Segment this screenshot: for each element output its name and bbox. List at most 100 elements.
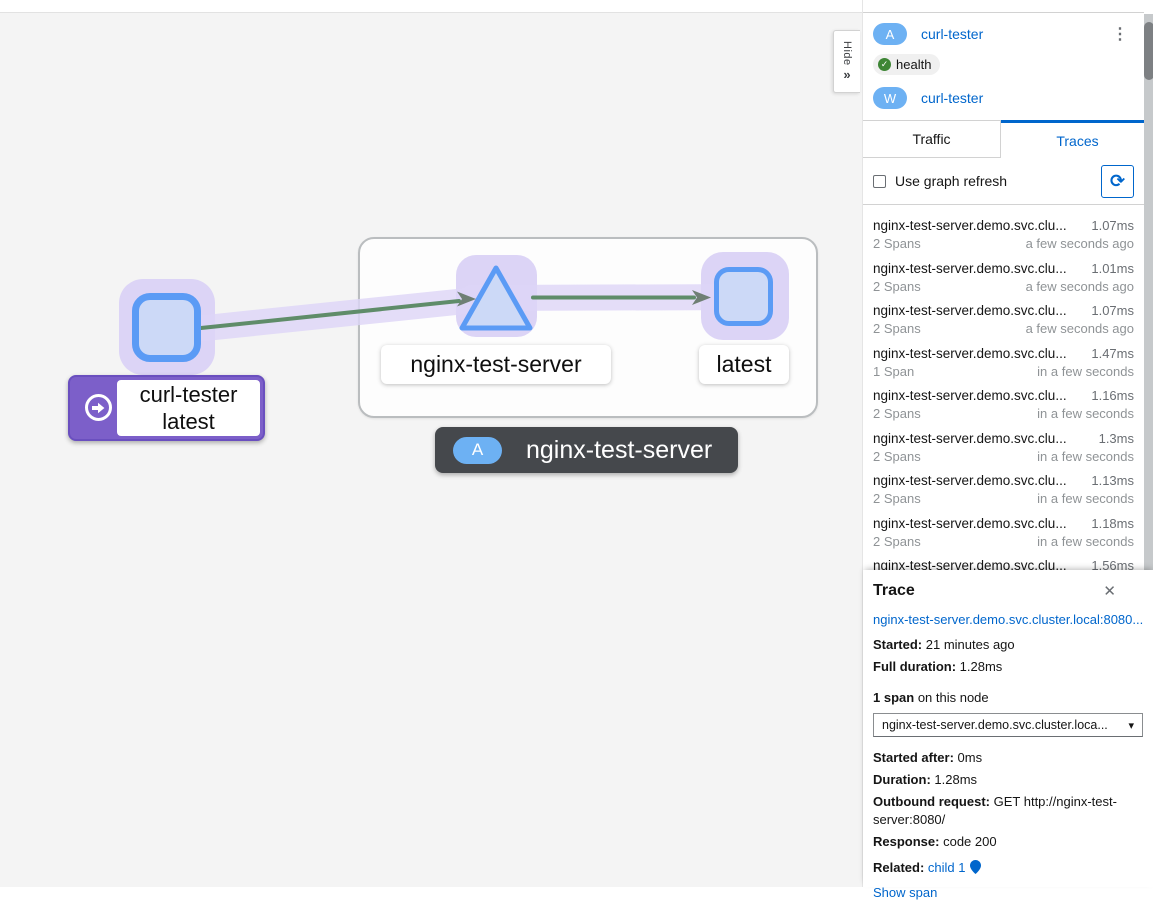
curl-label-line2: latest	[162, 409, 215, 434]
refresh-button[interactable]: ⟳	[1101, 164, 1134, 198]
trace-name: nginx-test-server.demo.svc.clu...	[873, 345, 1067, 361]
tab-traffic[interactable]: Traffic	[863, 120, 1001, 158]
health-check-icon: ✓	[878, 58, 891, 71]
health-badge[interactable]: ✓ health	[873, 54, 941, 75]
map-marker-icon	[969, 860, 981, 879]
trace-span-count: 2 Spans	[873, 533, 921, 549]
span-select-value: nginx-test-server.demo.svc.cluster.loca.…	[882, 718, 1108, 732]
trace-relative-time: in a few seconds	[1037, 448, 1134, 464]
trace-list-item[interactable]: nginx-test-server.demo.svc.clu... 1.18ms…	[873, 508, 1134, 551]
trace-list: nginx-test-server.demo.svc.clu... 1.07ms…	[863, 206, 1144, 570]
trace-duration: 1.01ms	[1091, 260, 1134, 276]
trace-relative-time: in a few seconds	[1037, 491, 1134, 506]
node-summary-card: A curl-tester ⋮ ✓ health W curl-tester	[863, 12, 1144, 122]
panel-scrollbar[interactable]	[1144, 14, 1153, 570]
workload-node-label: latest	[699, 345, 789, 384]
trace-span-count: 2 Spans	[873, 278, 921, 294]
hide-panel-button[interactable]: Hide »	[833, 30, 860, 93]
trace-list-item[interactable]: nginx-test-server.demo.svc.clu... 1.07ms…	[873, 210, 1134, 253]
trace-name: nginx-test-server.demo.svc.clu...	[873, 430, 1067, 446]
summary-side-panel: A curl-tester ⋮ ✓ health W curl-tester T…	[862, 0, 1153, 900]
close-icon[interactable]: ✕	[1103, 583, 1116, 600]
related-label: Related:	[873, 860, 925, 875]
trace-name: nginx-test-server.demo.svc.clu...	[873, 515, 1067, 531]
tab-traces[interactable]: Traces	[1001, 120, 1153, 158]
panel-tabs: Traffic Traces	[863, 120, 1153, 158]
duration-label: Duration:	[873, 772, 931, 787]
trace-relative-time: in a few seconds	[1037, 363, 1134, 379]
outbound-request-value: GET http://nginx-test-server:8080/	[873, 794, 1117, 827]
full-duration-label: Full duration:	[873, 659, 957, 674]
trace-span-count: 2 Spans	[873, 236, 921, 251]
span-count: 1 span	[873, 690, 915, 705]
outbound-request-label: Outbound request:	[873, 794, 990, 809]
refresh-icon: ⟳	[1109, 170, 1126, 192]
app-badge: A	[453, 436, 502, 464]
response-value: code 200	[943, 834, 997, 849]
trace-duration: 1.47ms	[1091, 345, 1134, 361]
trace-relative-time: a few seconds ago	[1025, 236, 1134, 251]
double-chevron-right-icon: »	[843, 67, 851, 83]
started-after-label: Started after:	[873, 750, 954, 765]
response-label: Response:	[873, 834, 940, 849]
trace-relative-time: in a few seconds	[1037, 406, 1134, 421]
service-node-label: nginx-test-server	[381, 345, 611, 384]
duration-value: 1.28ms	[934, 772, 978, 787]
trace-span-count: 1 Span	[873, 363, 915, 379]
traffic-source-icon	[85, 394, 112, 421]
trace-list-item[interactable]: nginx-test-server.demo.svc.clu... 1.01ms…	[873, 253, 1134, 296]
hide-label: Hide	[841, 40, 853, 66]
trace-relative-time: a few seconds ago	[1025, 321, 1134, 336]
span-select-dropdown[interactable]: nginx-test-server.demo.svc.cluster.loca.…	[873, 713, 1143, 737]
use-graph-refresh-label: Use graph refresh	[895, 173, 1008, 189]
workload-type-badge: W	[873, 87, 907, 109]
service-node-label-text: nginx-test-server	[410, 351, 582, 377]
trace-span-count: 2 Spans	[873, 491, 921, 506]
panel-scrollbar-thumb[interactable]	[1144, 22, 1153, 80]
trace-duration: 1.3ms	[1098, 430, 1134, 446]
trace-list-item[interactable]: nginx-test-server.demo.svc.clu... 1.47ms…	[873, 338, 1134, 381]
kebab-menu-icon[interactable]: ⋮	[1112, 26, 1128, 43]
nginx-service-node[interactable]	[450, 255, 545, 340]
curl-tester-workload-node[interactable]	[132, 293, 201, 362]
latest-workload-node[interactable]	[714, 267, 773, 326]
trace-list-item[interactable]: nginx-test-server.demo.svc.clu... 1.3ms …	[873, 423, 1134, 466]
trace-duration: 1.13ms	[1091, 473, 1134, 488]
trace-name: nginx-test-server.demo.svc.clu...	[873, 218, 1067, 233]
trace-list-item[interactable]: nginx-test-server.demo.svc.clu... 1.56ms	[873, 550, 1134, 570]
trace-name: nginx-test-server.demo.svc.clu...	[873, 558, 1067, 570]
trace-list-item[interactable]: nginx-test-server.demo.svc.clu... 1.13ms…	[873, 465, 1134, 508]
trace-relative-time: a few seconds ago	[1025, 278, 1134, 294]
trace-detail-panel: Trace ✕ nginx-test-server.demo.svc.clust…	[863, 570, 1153, 900]
app-name-link[interactable]: curl-tester	[921, 26, 984, 42]
caret-down-icon: ▾	[1128, 719, 1134, 732]
trace-name: nginx-test-server.demo.svc.clu...	[873, 260, 1067, 276]
top-strip	[0, 0, 862, 13]
trace-duration: 1.16ms	[1091, 388, 1134, 403]
use-graph-refresh-checkbox[interactable]	[873, 174, 886, 188]
app-group-label: A nginx-test-server	[435, 427, 738, 473]
span-count-suffix: on this node	[917, 690, 989, 705]
started-value: 21 minutes ago	[925, 637, 1015, 652]
full-duration-value: 1.28ms	[959, 659, 1003, 674]
trace-list-item[interactable]: nginx-test-server.demo.svc.clu... 1.07ms…	[873, 295, 1134, 338]
trace-name: nginx-test-server.demo.svc.clu...	[873, 303, 1067, 318]
trace-list-item[interactable]: nginx-test-server.demo.svc.clu... 1.16ms…	[873, 380, 1134, 423]
workload-node-label-text: latest	[716, 351, 772, 377]
app-type-badge: A	[873, 23, 907, 45]
trace-duration: 1.18ms	[1091, 515, 1134, 531]
related-child-link[interactable]: child 1	[927, 860, 966, 875]
trace-name: nginx-test-server.demo.svc.clu...	[873, 473, 1067, 488]
refresh-controls: Use graph refresh ⟳	[863, 158, 1144, 205]
trace-span-count: 2 Spans	[873, 321, 921, 336]
curl-label-line1: curl-tester	[139, 382, 238, 407]
trace-detail-title: Trace	[873, 582, 915, 599]
show-span-link[interactable]: Show span	[873, 885, 938, 900]
trace-span-count: 2 Spans	[873, 448, 921, 464]
workload-name-link[interactable]: curl-tester	[921, 90, 984, 106]
trace-duration: 1.56ms	[1091, 558, 1134, 570]
trace-duration: 1.07ms	[1091, 218, 1134, 233]
trace-duration: 1.07ms	[1091, 303, 1134, 318]
started-label: Started:	[873, 637, 923, 652]
trace-url-link[interactable]: nginx-test-server.demo.svc.cluster.local…	[873, 612, 1144, 627]
